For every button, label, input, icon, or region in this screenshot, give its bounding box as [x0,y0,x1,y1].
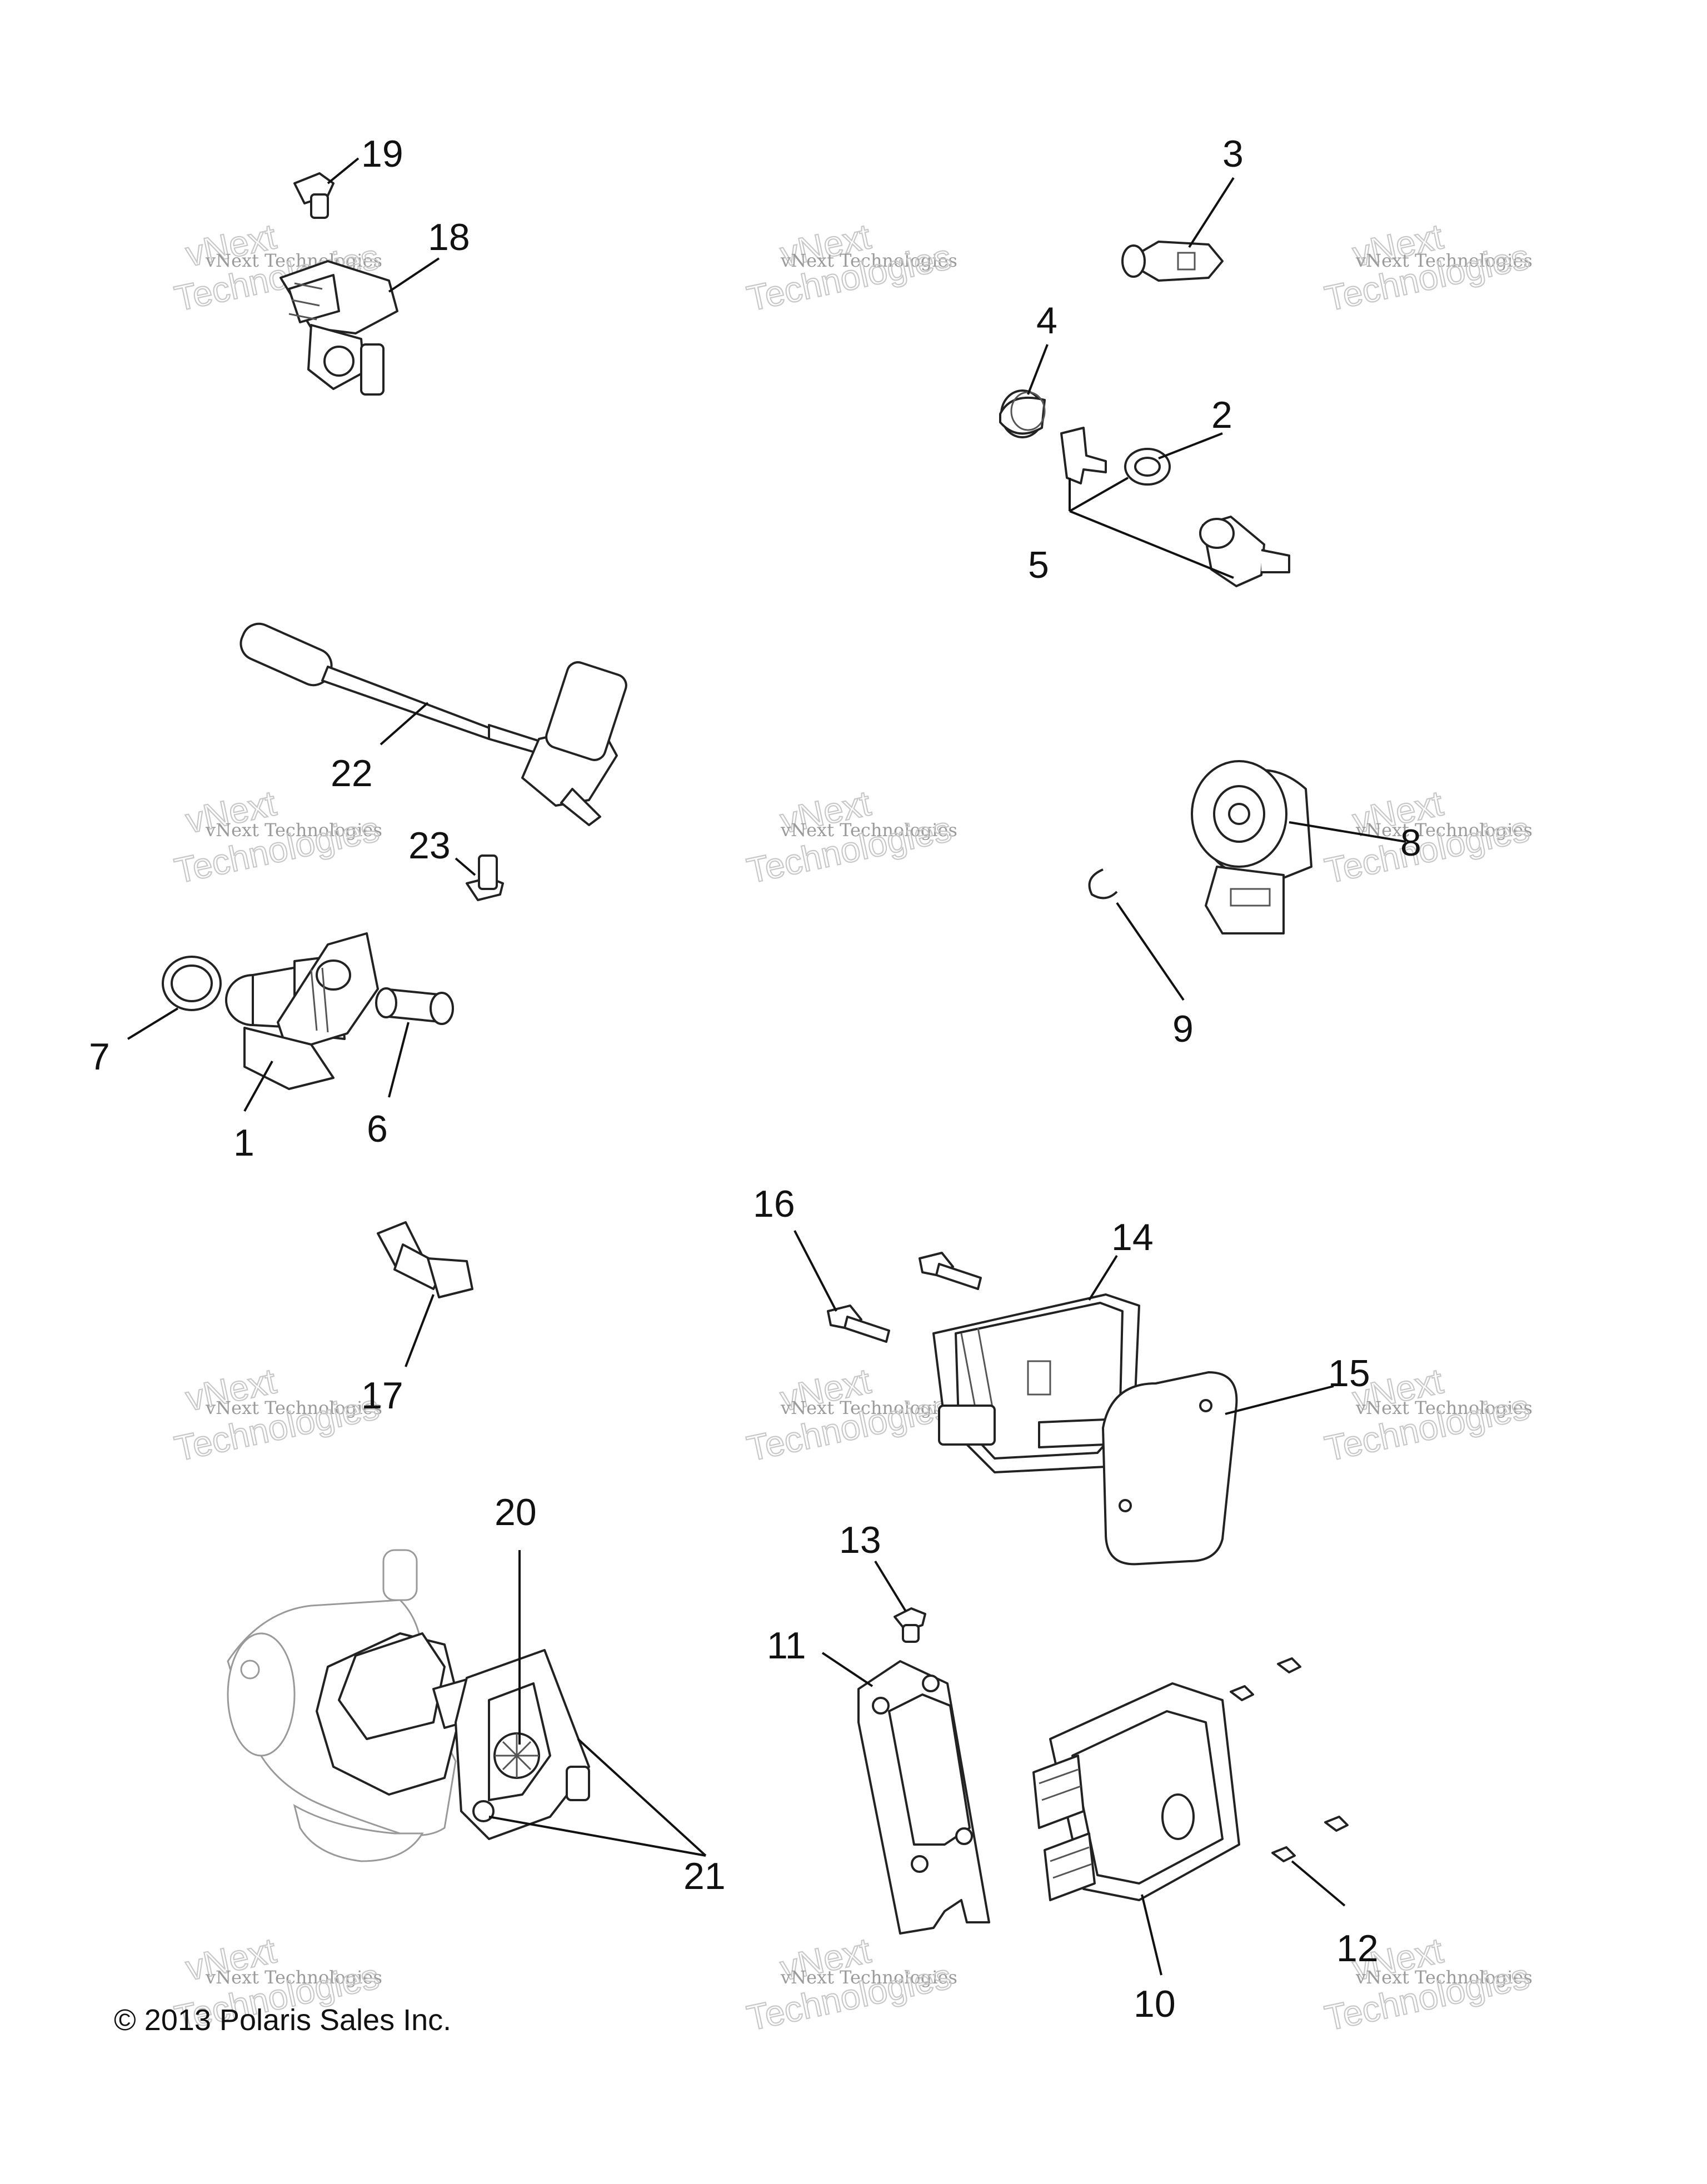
watermark-text: vNext Technologies [205,1397,382,1418]
part-14-module-housing [932,1293,1140,1473]
leader-14 [1088,1255,1118,1301]
part-11-bracket [857,1660,990,1935]
part-16-screws [827,1252,982,1343]
callout-7: 7 [89,1036,110,1078]
leader-15 [1225,1385,1334,1415]
leader-10 [1141,1894,1162,1976]
part-18-map-sensor [279,260,398,396]
part-20-throttle-body [227,1549,485,1862]
watermark-bottom-center: vNext vNext Technologies Technologies [743,1930,957,2039]
leader-21 [488,1738,707,1857]
callout-20: 20 [495,1491,537,1533]
leader-6 [388,1022,410,1098]
callout-17: 17 [361,1375,403,1417]
watermark-mid-left: vNext vNext Technologies Technologies [171,782,383,892]
leader-22 [380,702,429,746]
watermark-text: vNext Technologies [780,1397,957,1418]
callout-14: 14 [1111,1216,1154,1258]
callout-16: 16 [753,1183,795,1225]
callout-10: 10 [1134,1983,1176,2025]
leader-8 [1289,821,1406,843]
watermark-bottom-right: vNext vNext Technologies Technologies [1321,1930,1534,2039]
callout-5: 5 [1028,544,1049,586]
watermark-low-center: vNext vNext Technologies Technologies [743,1360,957,1470]
part-2-washer [1124,448,1171,486]
part-3-plug [1121,241,1224,282]
leader-23 [455,857,476,876]
callout-22: 22 [331,752,373,794]
leader-17 [405,1294,435,1367]
callout-19: 19 [361,133,403,175]
part-22-speed-sensor [239,622,627,826]
callout-8: 8 [1400,822,1421,864]
watermark-text: vNext Technologies [780,819,957,841]
leader-1 [243,1061,273,1112]
callout-13: 13 [839,1519,881,1561]
leader-11 [821,1652,874,1687]
part-12-screws [1230,1657,1349,1862]
part-10-ecu [1032,1682,1240,1901]
watermark-text: vNext Technologies [205,819,382,841]
leader-7 [127,1007,179,1040]
watermark-mid-center: vNext vNext Technologies Technologies [743,782,957,892]
callout-3: 3 [1222,133,1244,175]
copyright-notice: © 2013 Polaris Sales Inc. [114,2003,452,2037]
watermark-text: vNext Technologies [1355,1397,1533,1418]
callout-23: 23 [408,824,451,867]
watermark-mid-right: vNext vNext Technologies Technologies [1321,782,1534,892]
part-23-bolt [466,854,504,901]
part-13-screw [894,1607,926,1643]
part-7-o-ring [162,956,222,1011]
callout-1: 1 [233,1122,254,1164]
part-9-clip [1088,868,1118,899]
callout-12: 12 [1336,1927,1379,1970]
watermark-text: vNext Technologies [205,250,382,271]
watermark-text: vNext Technologies [205,1967,382,1988]
callout-11: 11 [767,1625,806,1667]
part-5-sensor-assembly [1060,427,1290,587]
part-21-tps-sensor [455,1649,590,1840]
watermark-text: vNext Technologies [780,1967,957,1988]
leader-18 [388,257,440,293]
watermark-top-center: vNext vNext Technologies Technologies [743,216,957,319]
callout-21: 21 [683,1855,726,1897]
leader-12 [1291,1860,1346,1907]
part-15-cover-plate [1102,1371,1238,1566]
part-17-temp-sensor [377,1221,473,1298]
leader-5 [1069,477,1234,579]
callout-6: 6 [367,1108,388,1150]
watermark-top-right: vNext vNext Technologies Technologies [1321,216,1534,319]
callout-15: 15 [1328,1352,1370,1395]
part-4-cap [999,389,1046,438]
leader-4 [1027,344,1049,395]
part-8-knock-sensor [1191,760,1312,934]
watermark-text: vNext Technologies [1355,1967,1533,1988]
leader-19 [327,157,360,184]
callout-9: 9 [1172,1008,1194,1050]
watermark-low-left: vNext vNext Technologies Technologies [171,1360,383,1470]
leader-3 [1188,177,1235,248]
leader-9 [1116,902,1185,1001]
leader-16 [793,1230,837,1312]
callout-18: 18 [428,216,470,258]
part-19-bolt [293,172,335,219]
callout-4: 4 [1036,299,1057,342]
leader-13 [874,1560,907,1612]
watermark-text: vNext Technologies [1355,250,1533,271]
watermark-text: vNext Technologies [780,250,957,271]
callout-2: 2 [1211,394,1232,436]
part-1-cam-sensor [225,932,379,1090]
part-6-sleeve [375,987,454,1025]
leader-2 [1158,432,1223,459]
